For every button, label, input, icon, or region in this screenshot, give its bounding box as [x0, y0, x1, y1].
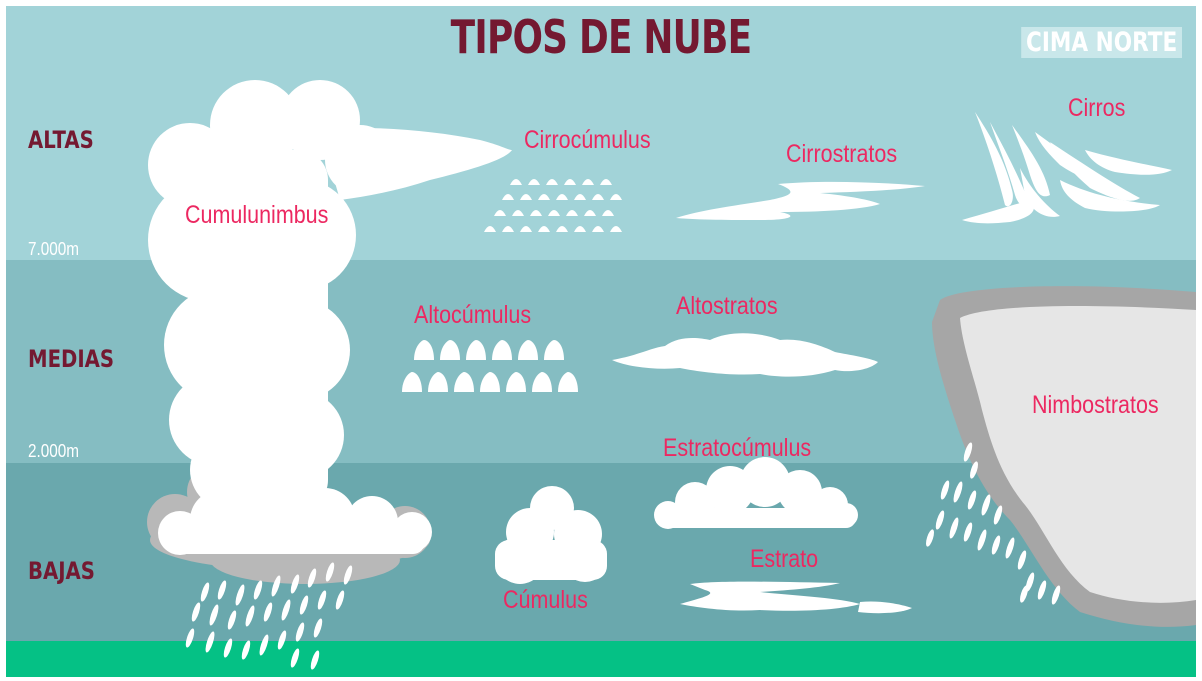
- cumulonimbus-cloud: [147, 80, 512, 670]
- page-title: TIPOS DE NUBE: [450, 10, 752, 64]
- label-cirrocumulus: Cirrocúmulus: [524, 126, 651, 154]
- label-cirrostratus: Cirrostratos: [786, 140, 898, 168]
- cirrus-cloud: [962, 112, 1172, 224]
- altostratus-cloud: [612, 333, 878, 377]
- label-cumulonimbus: Cumulunimbus: [185, 201, 329, 229]
- label-nimbostratus: Nimbostratos: [1032, 391, 1159, 419]
- level-label-mid: MEDIAS: [28, 345, 115, 373]
- brand-logo: CIMA NORTE: [1021, 27, 1182, 58]
- level-label-low: BAJAS: [28, 557, 95, 585]
- stratus-cloud: [680, 581, 912, 614]
- label-altostratus: Altostratos: [676, 292, 778, 320]
- altitude-label-2000: 2.000m: [28, 441, 80, 461]
- cirrostratus-cloud: [676, 181, 925, 220]
- ground-strip: [6, 641, 1196, 677]
- label-cumulus: Cúmulus: [503, 586, 588, 614]
- label-altocumulus: Altocúmulus: [414, 301, 532, 329]
- cumulonimbus-rain: [185, 562, 353, 670]
- label-cirrus: Cirros: [1068, 94, 1126, 122]
- label-stratocumulus: Estratocúmulus: [663, 434, 812, 462]
- altocumulus-cloud: [402, 340, 578, 392]
- cumulus-cloud: [495, 486, 607, 584]
- nimbostratus-cloud: [926, 286, 1196, 627]
- altitude-label-7000: 7.000m: [28, 239, 80, 259]
- level-label-high: ALTAS: [28, 126, 94, 154]
- nimbostratus-rain: [926, 442, 1061, 605]
- cirrocumulus-cloud: [484, 179, 622, 232]
- stratocumulus-cloud: [654, 457, 858, 529]
- label-stratus: Estrato: [750, 545, 819, 573]
